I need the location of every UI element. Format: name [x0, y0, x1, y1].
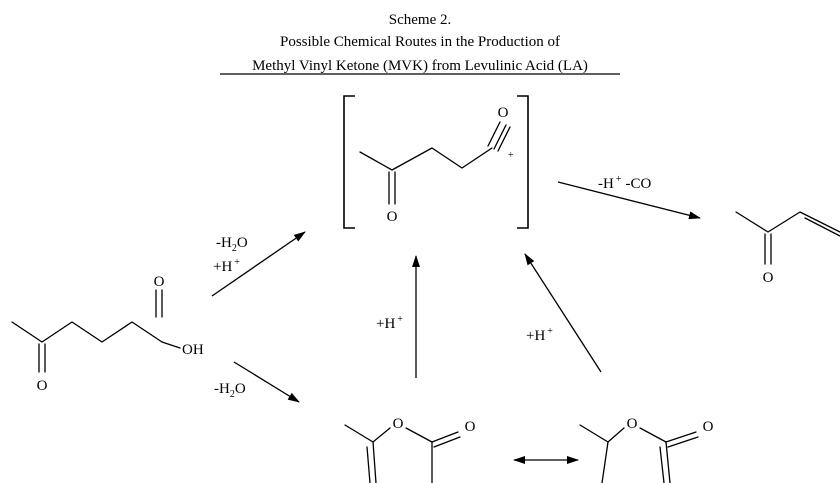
label-decarbonylation: -H+-CO [598, 174, 651, 192]
arrow-acylium-to-mvk [557, 181, 701, 220]
label-protonation-right: +H+ [526, 326, 553, 344]
al-left-ring-bond-a [372, 441, 377, 483]
la-carbon-chain [11, 321, 163, 343]
label-protonation-left: +H+ [376, 314, 403, 332]
levulinic-acid-structure: O O OH [11, 274, 204, 394]
title-line-1: Scheme 2. [389, 12, 451, 28]
angelica-lactone-right: O O [579, 416, 714, 483]
la-ketone-oxygen: O [37, 378, 48, 394]
la-acid-oxygen: O [154, 274, 165, 290]
al-right-methyl-bond [579, 424, 609, 443]
angelica-lactone-left: O O [344, 416, 476, 483]
al-left-ring-double-bond [366, 446, 371, 483]
arrow-lactone-right-to-acylium [524, 253, 602, 373]
al-left-methyl-bond [344, 424, 374, 443]
acylium-co-bond-3 [497, 126, 511, 152]
acylium-carbonyl-oxygen: O [498, 105, 509, 121]
right-bracket [517, 95, 529, 229]
acylium-carbon-chain [359, 147, 493, 171]
acylium-co-bond [487, 121, 501, 147]
scheme-title: Scheme 2. Possible Chemical Routes in th… [220, 12, 620, 75]
al-right-ring-bond-b [665, 441, 671, 483]
al-right-carbonyl-bond-2 [667, 436, 699, 448]
left-bracket [343, 95, 355, 229]
al-left-o-c-bond [405, 427, 433, 443]
al-left-carbonyl-oxygen: O [465, 419, 476, 435]
al-left-carbonyl-bond-2 [433, 436, 461, 448]
acylium-ketone-oxygen: O [387, 209, 398, 225]
al-left-c-o-bond [372, 427, 391, 443]
mvk-ketone-oxygen: O [763, 270, 774, 286]
acylium-intermediate: O O + [343, 95, 529, 229]
mvk-carbon-chain [735, 211, 840, 233]
al-right-ring-double-bond [659, 446, 665, 483]
label-dehydration-lower: -H2O [214, 381, 246, 400]
al-left-ring-oxygen: O [393, 416, 404, 432]
al-right-carbonyl-bond [665, 431, 697, 443]
mvk-structure: O [735, 211, 840, 286]
acylium-co-bond-2 [493, 124, 507, 150]
acylium-cation-charge: + [508, 150, 514, 161]
la-oh-bond [161, 341, 181, 349]
title-line-3: Methyl Vinyl Ketone (MVK) from Levulinic… [252, 58, 588, 74]
al-right-c-o-bond [607, 427, 625, 443]
la-hydroxyl: OH [182, 342, 204, 358]
label-protonation-upper: +H+ [213, 257, 240, 275]
al-left-carbonyl-bond [431, 431, 459, 443]
arrow-la-to-lactone [233, 361, 300, 403]
al-right-ring-bond-a [601, 441, 609, 483]
label-dehydration-upper: -H2O [216, 235, 248, 254]
mvk-vinyl-double-bond [804, 217, 840, 237]
arrow-la-to-acylium [211, 231, 306, 297]
al-right-carbonyl-oxygen: O [703, 419, 714, 435]
al-right-o-c-bond [639, 427, 667, 443]
title-line-2: Possible Chemical Routes in the Producti… [280, 34, 560, 50]
al-right-ring-oxygen: O [627, 416, 638, 432]
